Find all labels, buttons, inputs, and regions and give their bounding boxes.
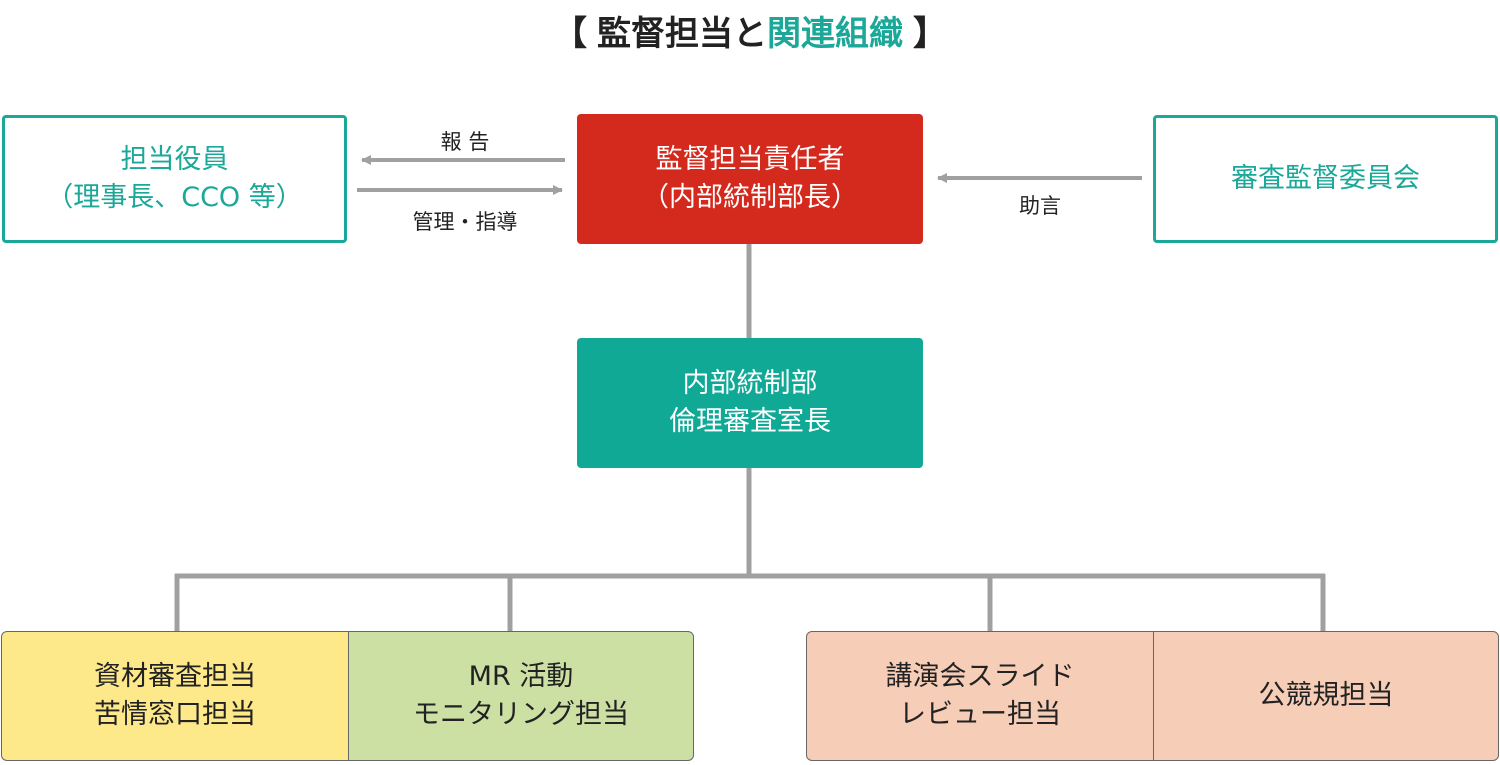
advice-label: 助言 [1019,194,1061,218]
manage-label: 管理・指導 [412,210,518,234]
committee-line-1: 審査監督委員会 [1231,162,1420,194]
title-bracket-close: 】 [913,13,947,54]
supervisor-line-2: （内部統制部長） [642,182,858,213]
title-part-2: 関連組織 [767,13,903,54]
fair-competition-box: 公競規担当 [1153,631,1499,761]
committee-box: 審査監督委員会 [1153,115,1498,243]
internal-control-line-2: 倫理審査室長 [669,406,831,437]
slide-review-line-1: 講演会スライド [885,660,1075,692]
officer-box: 担当役員 （理事長、CCO 等） [2,115,347,243]
internal-control-box: 内部統制部 倫理審査室長 [577,338,923,468]
material-review-box: 資材審査担当 苦情窓口担当 [1,631,348,761]
officer-line-1: 担当役員 [120,143,229,175]
mr-activity-line-1: MR 活動 [468,660,574,692]
material-review-line-1: 資材審査担当 [94,660,256,692]
title-part-1: 監督担当と [597,13,767,54]
slide-review-line-2: レビュー担当 [899,699,1061,730]
mr-activity-line-2: モニタリング担当 [413,699,629,730]
fair-competition-line-1: 公競規担当 [1258,679,1394,711]
slide-review-box: 講演会スライド レビュー担当 [806,631,1154,761]
diagram-title: 【 監督担当と 関連組織 】 [0,0,1500,60]
officer-line-2: （理事長、CCO 等） [46,182,303,213]
supervisor-box: 監督担当責任者 （内部統制部長） [577,114,923,244]
report-label: 報 告 [440,130,490,154]
title-bracket-open: 【 [553,13,587,54]
supervisor-line-1: 監督担当責任者 [655,143,845,175]
mr-activity-box: MR 活動 モニタリング担当 [348,631,694,761]
internal-control-line-1: 内部統制部 [682,367,818,399]
material-review-line-2: 苦情窓口担当 [94,699,256,730]
